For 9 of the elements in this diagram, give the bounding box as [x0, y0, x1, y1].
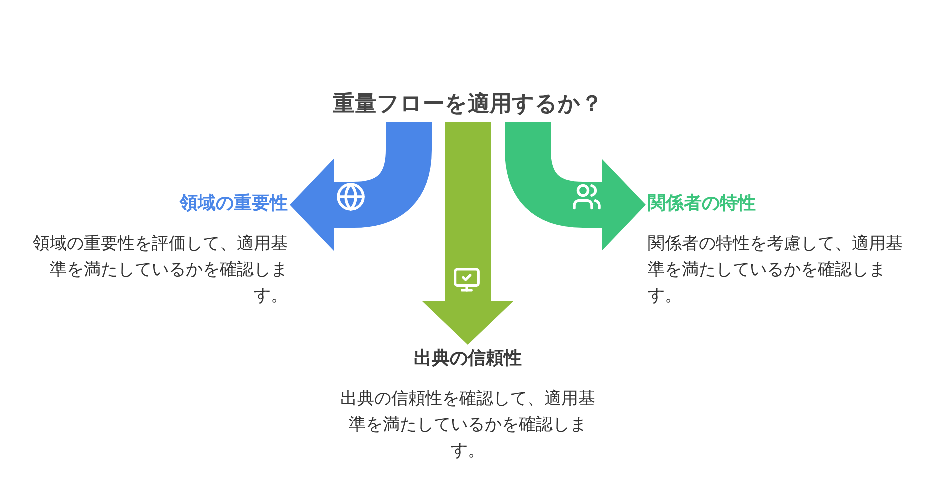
heading: 領域の重要性 — [178, 192, 288, 216]
description: 出典の信頼性を確認して、適用基準を満たしているかを確認します。 — [340, 388, 596, 463]
heading: 出典の信頼性 — [413, 347, 523, 371]
title-text: 重量フローを適用するか？ — [332, 90, 604, 119]
heading: 関係者の特性 — [648, 192, 757, 216]
arrow — [505, 122, 646, 251]
description: 関係者の特性を考慮して、適用基準を満たしているかを確認します。 — [648, 233, 904, 308]
description: 領域の重要性を評価して、適用基準を満たしているかを確認します。 — [32, 233, 288, 308]
arrow — [290, 122, 432, 251]
